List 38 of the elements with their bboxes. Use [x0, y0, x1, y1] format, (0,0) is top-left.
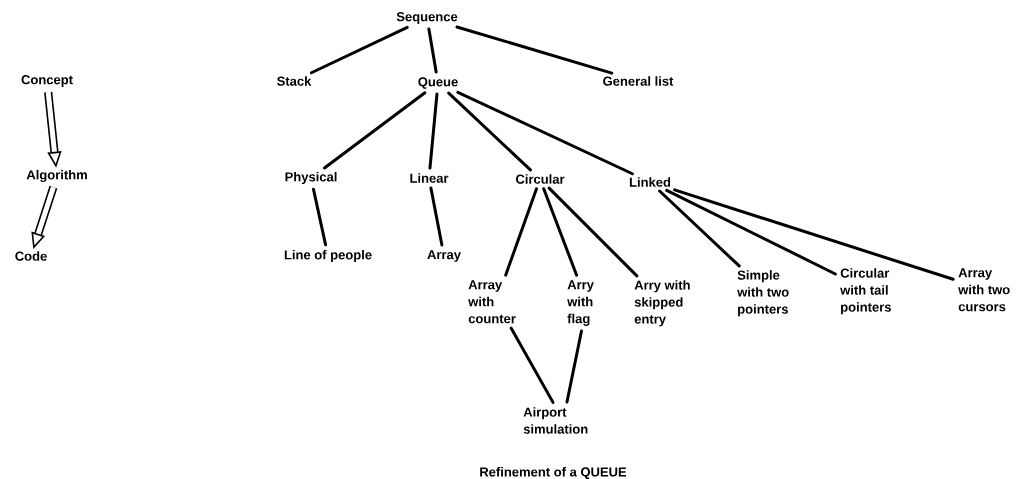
tree-label: General list	[603, 76, 674, 86]
tree-label: Linear	[410, 173, 449, 183]
step-label: Algorithm	[26, 169, 87, 183]
step-label: Code	[15, 251, 47, 261]
connector-line	[673, 188, 955, 281]
connector-line	[547, 186, 639, 278]
connector-line	[455, 25, 614, 75]
connector-line	[565, 329, 583, 404]
connector-line	[311, 187, 328, 247]
tree-label: Line of people	[284, 249, 372, 263]
tree-label: Linked	[629, 177, 671, 187]
connector-line	[658, 189, 741, 268]
connector-line	[542, 187, 579, 277]
tree-label: Queue	[418, 77, 458, 89]
tree-label: Array with two cursors	[958, 268, 1010, 312]
tree-label: Circular with tail pointers	[840, 268, 891, 315]
tree-label: Airport simulation	[523, 407, 588, 434]
connector-line	[456, 90, 634, 176]
tree-label: Simple with two pointers	[737, 270, 789, 317]
connector-line	[447, 91, 532, 172]
connector-line	[427, 27, 438, 74]
tree-label: Arry with skipped entry	[634, 280, 690, 327]
tree-label: Sequence	[396, 12, 458, 24]
connector-line	[504, 187, 538, 277]
tree-label: Stack	[277, 76, 312, 86]
tree-label: Arry with flag	[567, 280, 594, 326]
caption: Refinement of a QUEUE	[480, 467, 627, 479]
tree-label: Array with counter	[468, 280, 516, 324]
connector-line	[309, 25, 409, 75]
tree-label: Physical	[285, 171, 337, 185]
connector-line	[429, 186, 444, 247]
connector-line	[322, 91, 427, 170]
tree-label: Circular	[515, 174, 565, 184]
connector-line	[428, 92, 439, 170]
connector-line	[665, 188, 837, 276]
connector-line	[509, 326, 555, 404]
step-label: Concept	[21, 75, 73, 87]
tree-label: Array	[427, 250, 461, 262]
